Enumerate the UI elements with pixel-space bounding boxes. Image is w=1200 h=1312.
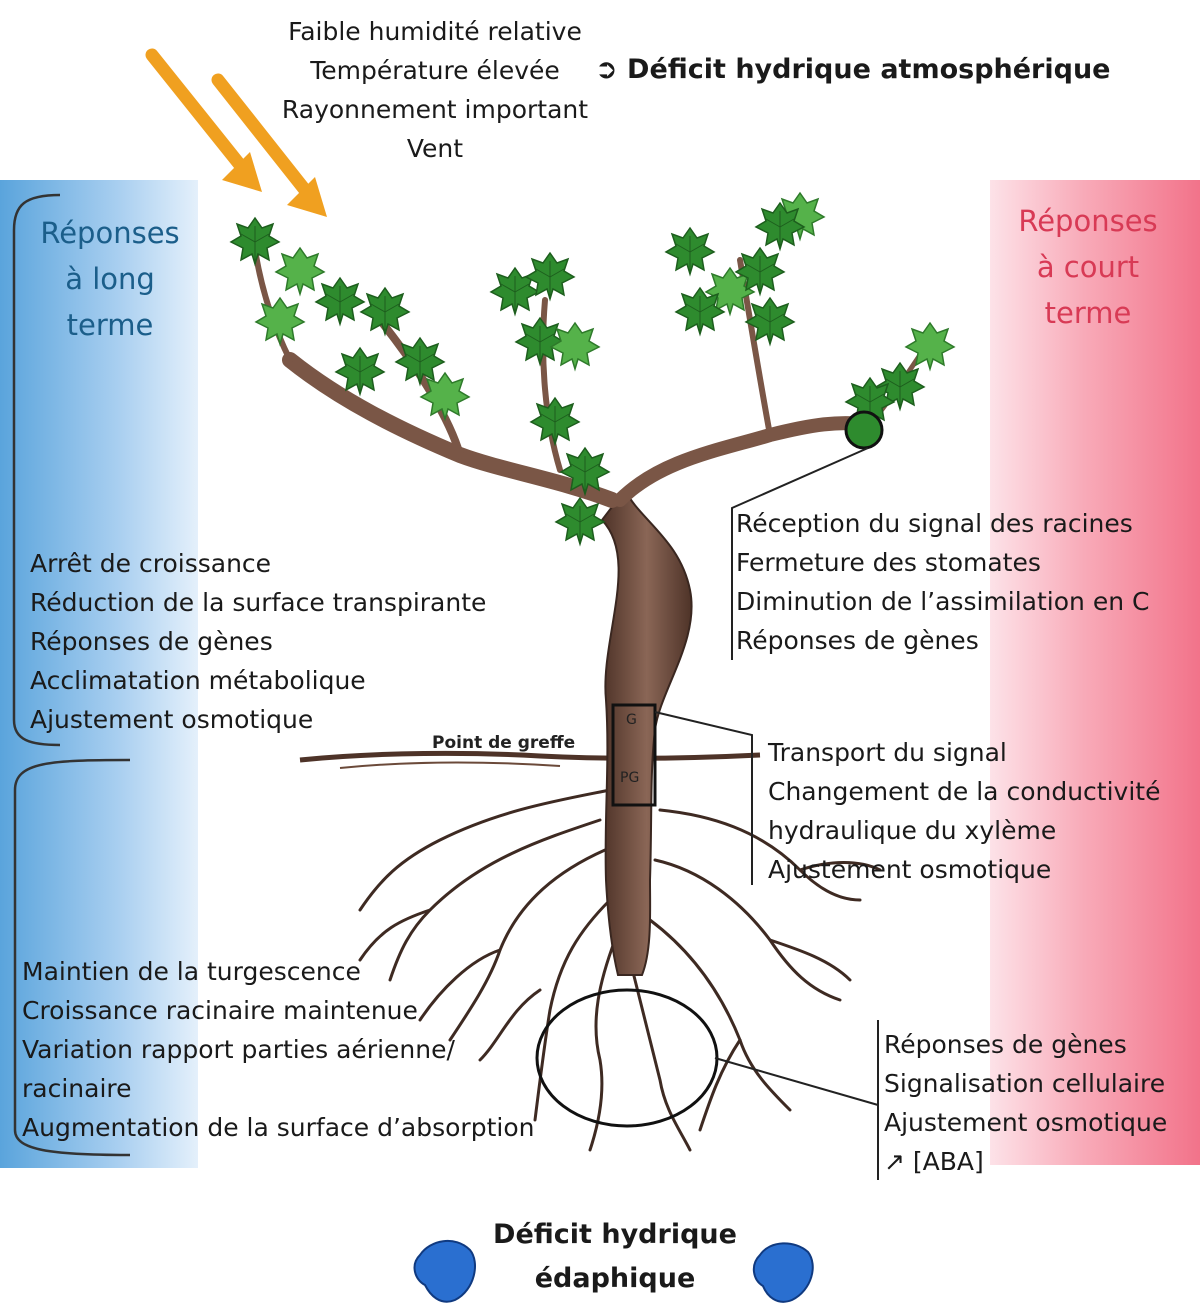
list-item: Signalisation cellulaire xyxy=(884,1069,1166,1098)
long-term-band xyxy=(0,180,198,1168)
list-item: Augmentation de la surface d’absorption xyxy=(22,1113,535,1142)
water-drop-icon xyxy=(413,1239,814,1303)
list-item: Croissance racinaire maintenue xyxy=(22,996,418,1025)
soil-deficit-title: Déficit hydrique édaphique xyxy=(493,1219,737,1294)
list-item: Maintien de la turgescence xyxy=(22,957,361,986)
graft-point-label: Point de greffe xyxy=(432,733,576,753)
list-item: Réponses de gènes xyxy=(884,1030,1127,1059)
ground-line xyxy=(299,750,761,763)
list-item: Acclimatation métabolique xyxy=(30,666,366,695)
list-item: Changement de la conductivité xyxy=(768,777,1161,806)
list-item: Transport du signal xyxy=(768,738,1007,767)
root-bracket xyxy=(714,1020,879,1180)
long-term-heading: Réponses à long terme xyxy=(40,216,180,342)
short-term-root-list: Réponses de gènes Signalisation cellulai… xyxy=(884,1025,1167,1181)
left-brackets xyxy=(12,193,131,1157)
short-term-heading: Réponses à court terme xyxy=(1018,204,1158,330)
list-item: Fermeture des stomates xyxy=(736,548,1041,577)
long-term-root-list: Maintien de la turgescence Croissance ra… xyxy=(22,952,534,1147)
roots xyxy=(358,788,882,1152)
sun-arrow-icon xyxy=(145,48,327,217)
list-item: Ajustement osmotique xyxy=(768,855,1052,884)
list-item: hydraulique du xylème xyxy=(768,816,1057,845)
factor-item: Faible humidité relative xyxy=(288,17,582,46)
short-term-band xyxy=(990,180,1200,1165)
list-item: Réponses de gènes xyxy=(736,626,979,655)
list-item: Réduction de la surface transpirante xyxy=(30,588,487,617)
graft-box xyxy=(611,703,657,807)
list-item: ↗ [ABA] xyxy=(884,1147,984,1176)
graft-bracket xyxy=(654,711,753,885)
factor-item: Vent xyxy=(406,134,464,163)
list-item: Arrêt de croissance xyxy=(30,549,272,578)
long-term-aerial-list: Arrêt de croissance Réduction de la surf… xyxy=(30,544,486,739)
factor-item: Rayonnement important xyxy=(281,95,589,124)
short-term-leaf-list: Réception du signal des racines Fermetur… xyxy=(736,504,1149,660)
curved-arrow-icon: ➲ xyxy=(595,54,618,85)
atmospheric-deficit-title: ➲ Déficit hydrique atmosphérique xyxy=(595,54,1111,85)
list-item: Variation rapport parties aérienne/ xyxy=(22,1035,455,1064)
list-item: Diminution de l’assimilation en C xyxy=(736,587,1150,616)
scion-label: G xyxy=(626,712,637,728)
rootstock-label: PG xyxy=(620,770,640,786)
trunk xyxy=(600,488,693,976)
list-item: Réception du signal des racines xyxy=(736,509,1133,538)
atmosphere-factors: Faible humidité relative Température éle… xyxy=(250,12,620,168)
leaf-zone-circle xyxy=(844,410,884,450)
short-term-graft-list: Transport du signal Changement de la con… xyxy=(768,733,1160,889)
list-item: Ajustement osmotique xyxy=(30,705,314,734)
list-item: Ajustement osmotique xyxy=(884,1108,1168,1137)
factor-item: Température élevée xyxy=(310,56,560,85)
list-item: racinaire xyxy=(22,1074,132,1103)
leaf-bracket xyxy=(731,447,869,660)
root-zone-circle xyxy=(535,988,719,1128)
list-item: Réponses de gènes xyxy=(30,627,273,656)
